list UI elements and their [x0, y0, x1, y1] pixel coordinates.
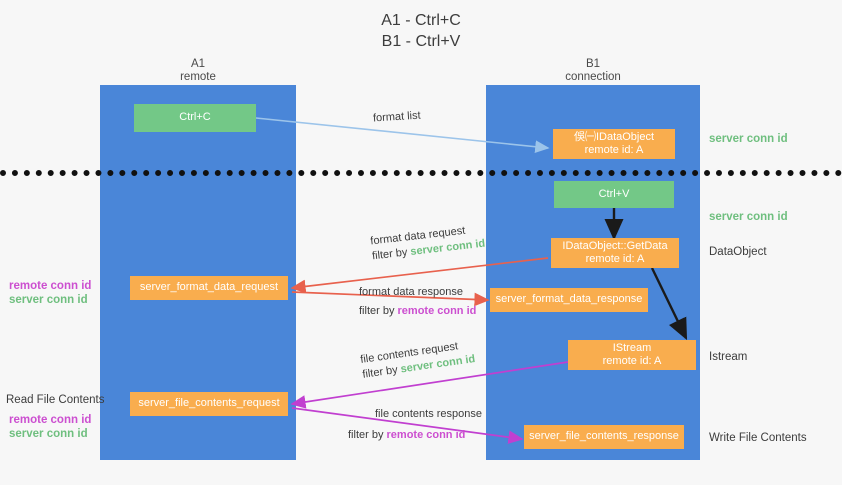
- edge-label-format-data-response-line2: filter by remote conn id: [359, 304, 476, 319]
- title-line-1: A1 - Ctrl+C: [381, 12, 461, 29]
- column-header-b1-name: B1: [585, 58, 601, 70]
- right-label-dataobject: DataObject: [709, 246, 767, 258]
- title-line-2: B1 - Ctrl+V: [381, 33, 461, 50]
- edge-label-format-list-text: format list: [372, 109, 421, 125]
- node-istream[interactable]: IStream remote id: A: [568, 340, 696, 370]
- node-ctrl-v-label: Ctrl+V: [598, 187, 630, 200]
- right-label-server-conn-id-1: server conn id: [709, 133, 788, 145]
- column-header-a1-role: remote: [180, 71, 216, 83]
- node-server-format-data-request[interactable]: server_format_data_request: [130, 276, 288, 300]
- node-idataobject-getdata-label: IDataObject::GetData: [562, 239, 668, 252]
- edge-label-format-data-response: format data response filter by remote co…: [359, 285, 476, 319]
- node-clipboard-idataobject-sub: remote id: A: [584, 144, 644, 156]
- column-header-a1-name: A1: [190, 58, 206, 70]
- right-label-istream: Istream: [709, 351, 748, 363]
- node-server-file-contents-response[interactable]: server_file_contents_response: [524, 425, 684, 449]
- left-label-remote-conn-id-1: remote conn id: [9, 280, 92, 292]
- edge-label-file-contents-response-prefix: filter by: [348, 429, 387, 441]
- node-istream-label: IStream: [612, 341, 652, 354]
- node-idataobject-getdata[interactable]: IDataObject::GetData remote id: A: [551, 238, 679, 268]
- left-label-read-file-contents: Read File Contents: [6, 394, 105, 406]
- node-server-format-data-request-label: server_format_data_request: [139, 281, 279, 294]
- right-label-write-file-contents: Write File Contents: [709, 432, 807, 444]
- node-server-file-contents-request[interactable]: server_file_contents_request: [130, 392, 288, 416]
- node-server-file-contents-response-label: server_file_contents_response: [529, 430, 679, 443]
- node-idataobject-getdata-sub: remote id: A: [585, 253, 645, 265]
- node-ctrl-c[interactable]: Ctrl+C: [134, 104, 256, 132]
- node-istream-sub: remote id: A: [602, 355, 662, 367]
- column-header-a1: A1 remote: [100, 58, 296, 84]
- node-ctrl-c-label: Ctrl+C: [179, 111, 211, 124]
- node-clipboard-idataobject[interactable]: 俁㈠IDataObject remote id: A: [553, 129, 675, 159]
- node-ctrl-v[interactable]: Ctrl+V: [554, 181, 674, 208]
- right-label-server-conn-id-2: server conn id: [709, 211, 788, 223]
- column-header-b1-role: connection: [565, 71, 621, 83]
- edge-label-file-contents-response-line1: file contents response: [375, 408, 483, 420]
- node-server-format-data-response-label: server_format_data_response: [495, 293, 643, 306]
- edge-label-format-data-response-prefix: filter by: [359, 305, 398, 317]
- left-label-server-conn-id-1: server conn id: [9, 294, 88, 306]
- column-header-b1: B1 connection: [486, 58, 700, 84]
- edge-label-format-data-response-conn: remote conn id: [397, 305, 477, 317]
- edge-label-format-data-request: format data request filter by server con…: [370, 222, 486, 265]
- node-server-file-contents-request-label: server_file_contents_request: [138, 397, 280, 410]
- edge-label-file-contents-request: file contents request filter by server c…: [359, 337, 476, 383]
- edge-label-format-list: format list: [373, 109, 422, 127]
- diagram-title: A1 - Ctrl+C B1 - Ctrl+V: [0, 10, 842, 52]
- edge-label-format-data-response-line1: format data response: [359, 286, 463, 298]
- node-server-format-data-response[interactable]: server_format_data_response: [490, 288, 648, 312]
- edge-label-file-contents-response-conn: remote conn id: [386, 429, 466, 441]
- edge-label-file-contents-response-line2: filter by remote conn id: [348, 428, 482, 443]
- left-label-server-conn-id-2: server conn id: [9, 428, 88, 440]
- left-label-remote-conn-id-2: remote conn id: [9, 414, 92, 426]
- edge-label-file-contents-response: file contents response filter by remote …: [348, 407, 483, 443]
- edge-label-file-contents-request-prefix: filter by: [361, 363, 402, 381]
- node-clipboard-idataobject-label: 俁㈠IDataObject: [573, 130, 655, 143]
- phase-divider: [0, 170, 842, 176]
- edge-label-format-data-request-prefix: filter by: [371, 246, 412, 263]
